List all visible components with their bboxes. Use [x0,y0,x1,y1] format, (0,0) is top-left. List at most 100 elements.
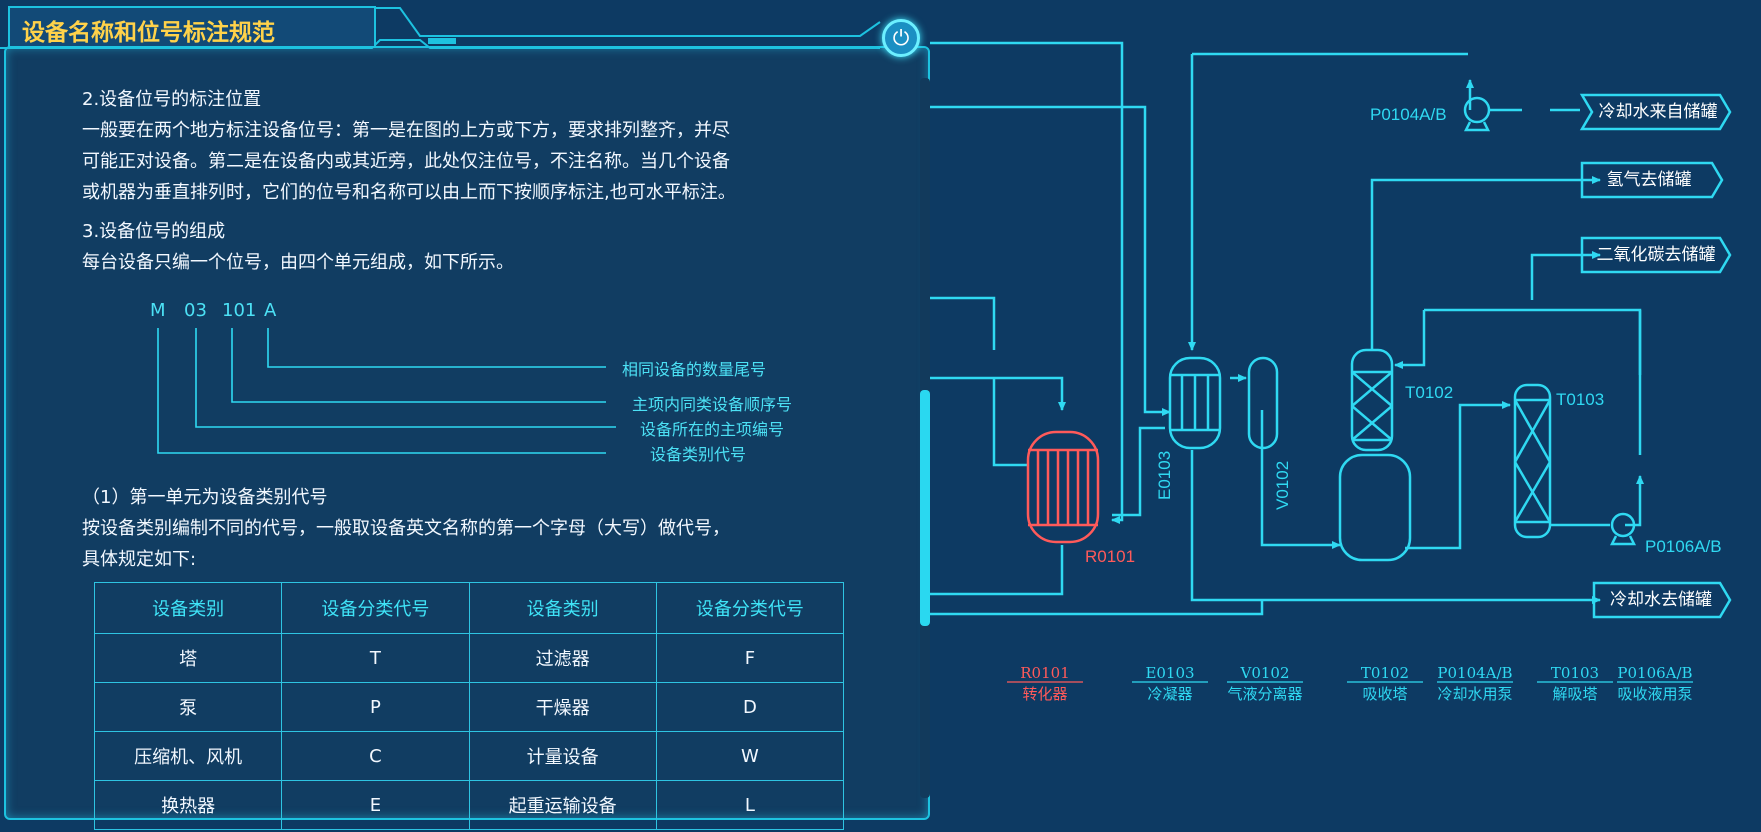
pump-p0106 [1609,512,1637,546]
pipe-line [1190,450,1601,604]
pipe-line [930,545,1064,596]
table-header-row: 设备类别 设备分类代号 设备类别 设备分类代号 [93,582,845,634]
unit1-heading: （1）第一单元为设备类别代号 [82,487,328,508]
scrollbar-thumb[interactable] [920,390,930,626]
label-t0103: T0103 [1556,390,1604,409]
pipe-line [1530,251,1601,300]
section2-line1: 一般要在两个地方标注设备位号：第一是在图的上方或下方，要求排列整齐，并尽 [82,120,730,141]
table-row: 塔 T 过滤器 F [93,633,845,683]
pipe-line [1370,176,1601,350]
label-t0102: T0102 [1405,383,1453,402]
pipe-line [1625,505,1642,527]
label-e0103: E0103 [1155,451,1174,500]
table-cell: L [655,780,845,830]
legend-code: P0106A/B [1617,664,1692,682]
pipe-line [930,105,1171,416]
title-decoration [0,7,881,49]
table-cell: P [281,682,470,732]
unit1-line2: 具体规定如下: [82,549,197,570]
section2-heading: 2.设备位号的标注位置 [82,89,262,110]
table-cell: 换热器 [93,780,283,830]
absorber-t0102 [1338,348,1412,562]
section3-body: 每台设备只编一个位号，由四个单元组成，如下所示。 [82,252,514,273]
pipe-line [1424,308,1642,375]
panel-title-bar: 设备名称和位号标注规范 [8,6,376,48]
stripper-t0103 [1513,383,1552,539]
pipe-line [930,296,996,350]
legend-name: 解吸塔 [1552,685,1597,703]
table-cell: 塔 [93,633,283,683]
legend-name: 气液分离器 [1227,685,1302,703]
table-header: 设备类别 [468,582,657,634]
table-cell: 压缩机、风机 [93,731,283,781]
code-desc-suffix: 相同设备的数量尾号 [622,360,767,379]
legend-name: 转化器 [1022,685,1067,703]
code-desc-main: 设备所在的主项编号 [640,420,785,439]
section2-line3: 或机器为垂直排列时，它们的位号和名称可以由上而下按顺序标注,也可水平标注。 [82,182,736,203]
power-button[interactable]: ⏻ [882,19,920,57]
code-part-type: M [150,300,166,321]
table-cell: F [655,633,845,683]
tag-co2-out: 二氧化碳去储罐 [1596,245,1716,265]
pipe-line [1260,410,1341,549]
label-p0104: P0104A/B [1370,105,1447,124]
code-composition: M 03 101 A 相同设备的数量尾号 主项内同类设备顺序号 设备所在的主项编… [140,300,840,470]
table-cell: E [281,780,470,830]
code-desc-seq: 主项内同类设备顺序号 [632,395,793,414]
table-row: 换热器 E 起重运输设备 L [93,780,845,830]
pipe-line [1394,310,1426,369]
legend-code: P0104A/B [1437,664,1512,682]
section3-heading: 3.设备位号的组成 [82,221,226,242]
reactor-r0101 [1026,430,1100,544]
table-cell: C [281,731,470,781]
code-desc-type: 设备类别代号 [650,445,747,464]
legend-code: V0102 [1239,664,1289,682]
legend-name: 吸收液用泵 [1617,685,1692,703]
label-r0101: R0101 [1085,547,1135,566]
table-header: 设备分类代号 [655,582,845,634]
panel-title: 设备名称和位号标注规范 [22,20,275,46]
pipe-line [1112,426,1165,517]
code-part-seq: 101 [222,300,257,321]
condenser-e0103 [1168,356,1222,450]
legend-name: 吸收塔 [1362,685,1407,703]
table-row: 压缩机、风机 C 计量设备 W [93,731,845,781]
pump-p0104 [1463,96,1491,132]
pipe-line [930,376,1066,411]
legend-name: 冷却水用泵 [1437,685,1512,703]
table-cell: 计量设备 [468,731,657,781]
code-part-suffix: A [264,300,277,321]
table-cell: W [655,731,845,781]
table-cell: 过滤器 [468,633,657,683]
equipment-legend: R0101转化器E0103冷凝器V0102气液分离器T0102吸收塔P0104A… [1007,664,1693,703]
table-header: 设备分类代号 [281,582,470,634]
tag-cooling-water-out: 冷却水去储罐 [1610,590,1712,610]
table-cell: 泵 [93,682,283,732]
equipment-code-table: 设备类别 设备分类代号 设备类别 设备分类代号 塔 T 过滤器 F 泵 P 干燥… [93,582,845,830]
legend-code: R0101 [1020,664,1069,682]
power-icon: ⏻ [892,26,910,50]
separator-v0102 [1247,356,1279,450]
table-cell: 起重运输设备 [468,780,657,830]
pipe-line [930,600,1264,616]
table-row: 泵 P 干燥器 D [93,682,845,732]
unit1-text: （1）第一单元为设备类别代号 按设备类别编制不同的代号，一般取设备英文名称的第一… [82,482,852,575]
pipe-line [992,378,1028,467]
panel-text: 2.设备位号的标注位置 一般要在两个地方标注设备位号：第一是在图的上方或下方，要… [82,84,857,278]
code-composition-lines [157,328,616,454]
table-header: 设备类别 [93,582,283,634]
table-cell: T [281,633,470,683]
code-part-main: 03 [184,300,207,321]
label-p0106: P0106A/B [1645,537,1722,556]
unit1-line1: 按设备类别编制不同的代号，一般取设备英文名称的第一个字母（大写）做代号， [82,518,730,539]
section2-line2: 可能正对设备。第二是在设备内或其近旁，此处仅注位号，不注名称。当几个设备 [82,151,730,172]
pipe-line [930,41,1124,524]
legend-name: 冷凝器 [1147,685,1192,703]
table-cell: 干燥器 [468,682,657,732]
legend-code: T0103 [1551,664,1599,682]
table-cell: D [655,682,845,732]
label-v0102: V0102 [1273,461,1292,510]
tag-cooling-water-in: 冷却水来自储罐 [1598,102,1718,122]
